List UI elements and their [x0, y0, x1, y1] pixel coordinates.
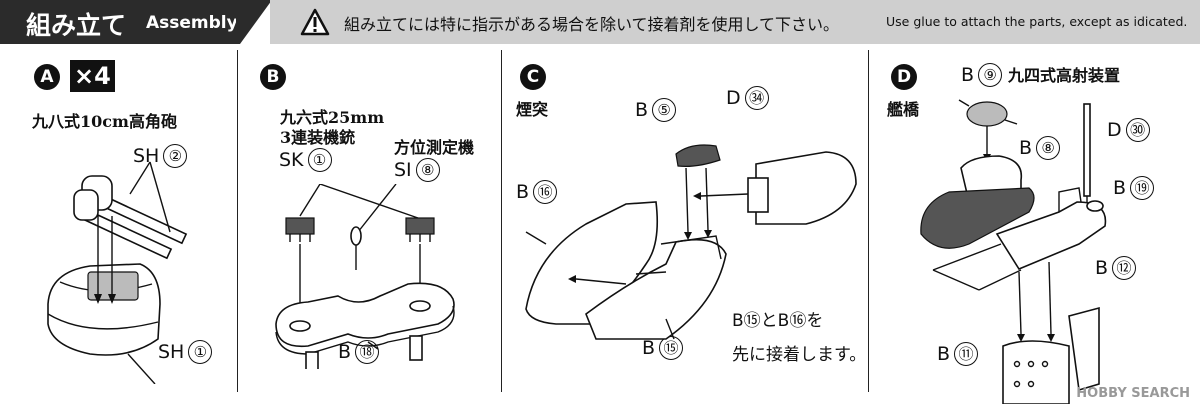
part-name-98-type-10cm-gun: 九八式10cm高角砲: [32, 112, 177, 131]
header-title-en: Assembly: [146, 13, 238, 33]
step-badge-a: A: [34, 64, 60, 90]
panel-divider: [237, 50, 238, 392]
step-badge-d: D: [891, 64, 917, 90]
header-title-block: 組み立て Assembly: [0, 0, 238, 44]
warning-text-jp: 組み立てには特に指示がある場合を除いて接着剤を使用して下さい。: [344, 15, 840, 34]
panel-divider: [501, 50, 502, 392]
warning-icon: [300, 8, 330, 36]
part-name-direction-finder: 方位測定機: [394, 138, 475, 157]
header-bar: 組み立て Assembly 組み立てには特に指示がある場合を除いて接着剤を使用し…: [0, 0, 1200, 44]
step-badge-c: C: [520, 64, 546, 90]
header-warning-block: [270, 0, 1200, 44]
warning-text-en: Use glue to attach the parts, except as …: [886, 14, 1188, 29]
funnel-drawing: [525, 144, 857, 340]
part-name-bridge: 艦橋: [887, 100, 920, 119]
quantity-multiplier: ×4: [70, 60, 115, 92]
step-badge-b: B: [260, 64, 286, 90]
mg-platform-drawing: [275, 184, 455, 369]
triple-mg-left: [285, 217, 315, 242]
pre-glue-note-line2: 先に接着します。: [732, 345, 867, 365]
panel-divider: [868, 50, 869, 392]
part-name-funnel: 煙突: [516, 100, 549, 119]
triple-mg-right: [405, 217, 435, 242]
bridge-drawing: [920, 99, 1107, 404]
header-slant: [236, 0, 272, 44]
part-name-triple-mount-mg: 3連装機銃: [280, 128, 356, 147]
header-title-jp: 組み立て: [26, 11, 127, 40]
part-name-96-type-25mm: 九六式25mm: [280, 108, 385, 127]
watermark: HOBBY SEARCH: [1076, 386, 1190, 401]
pre-glue-note-line1: B⑮とB⑯を: [732, 311, 824, 331]
gun-turret-drawing: [47, 161, 188, 384]
